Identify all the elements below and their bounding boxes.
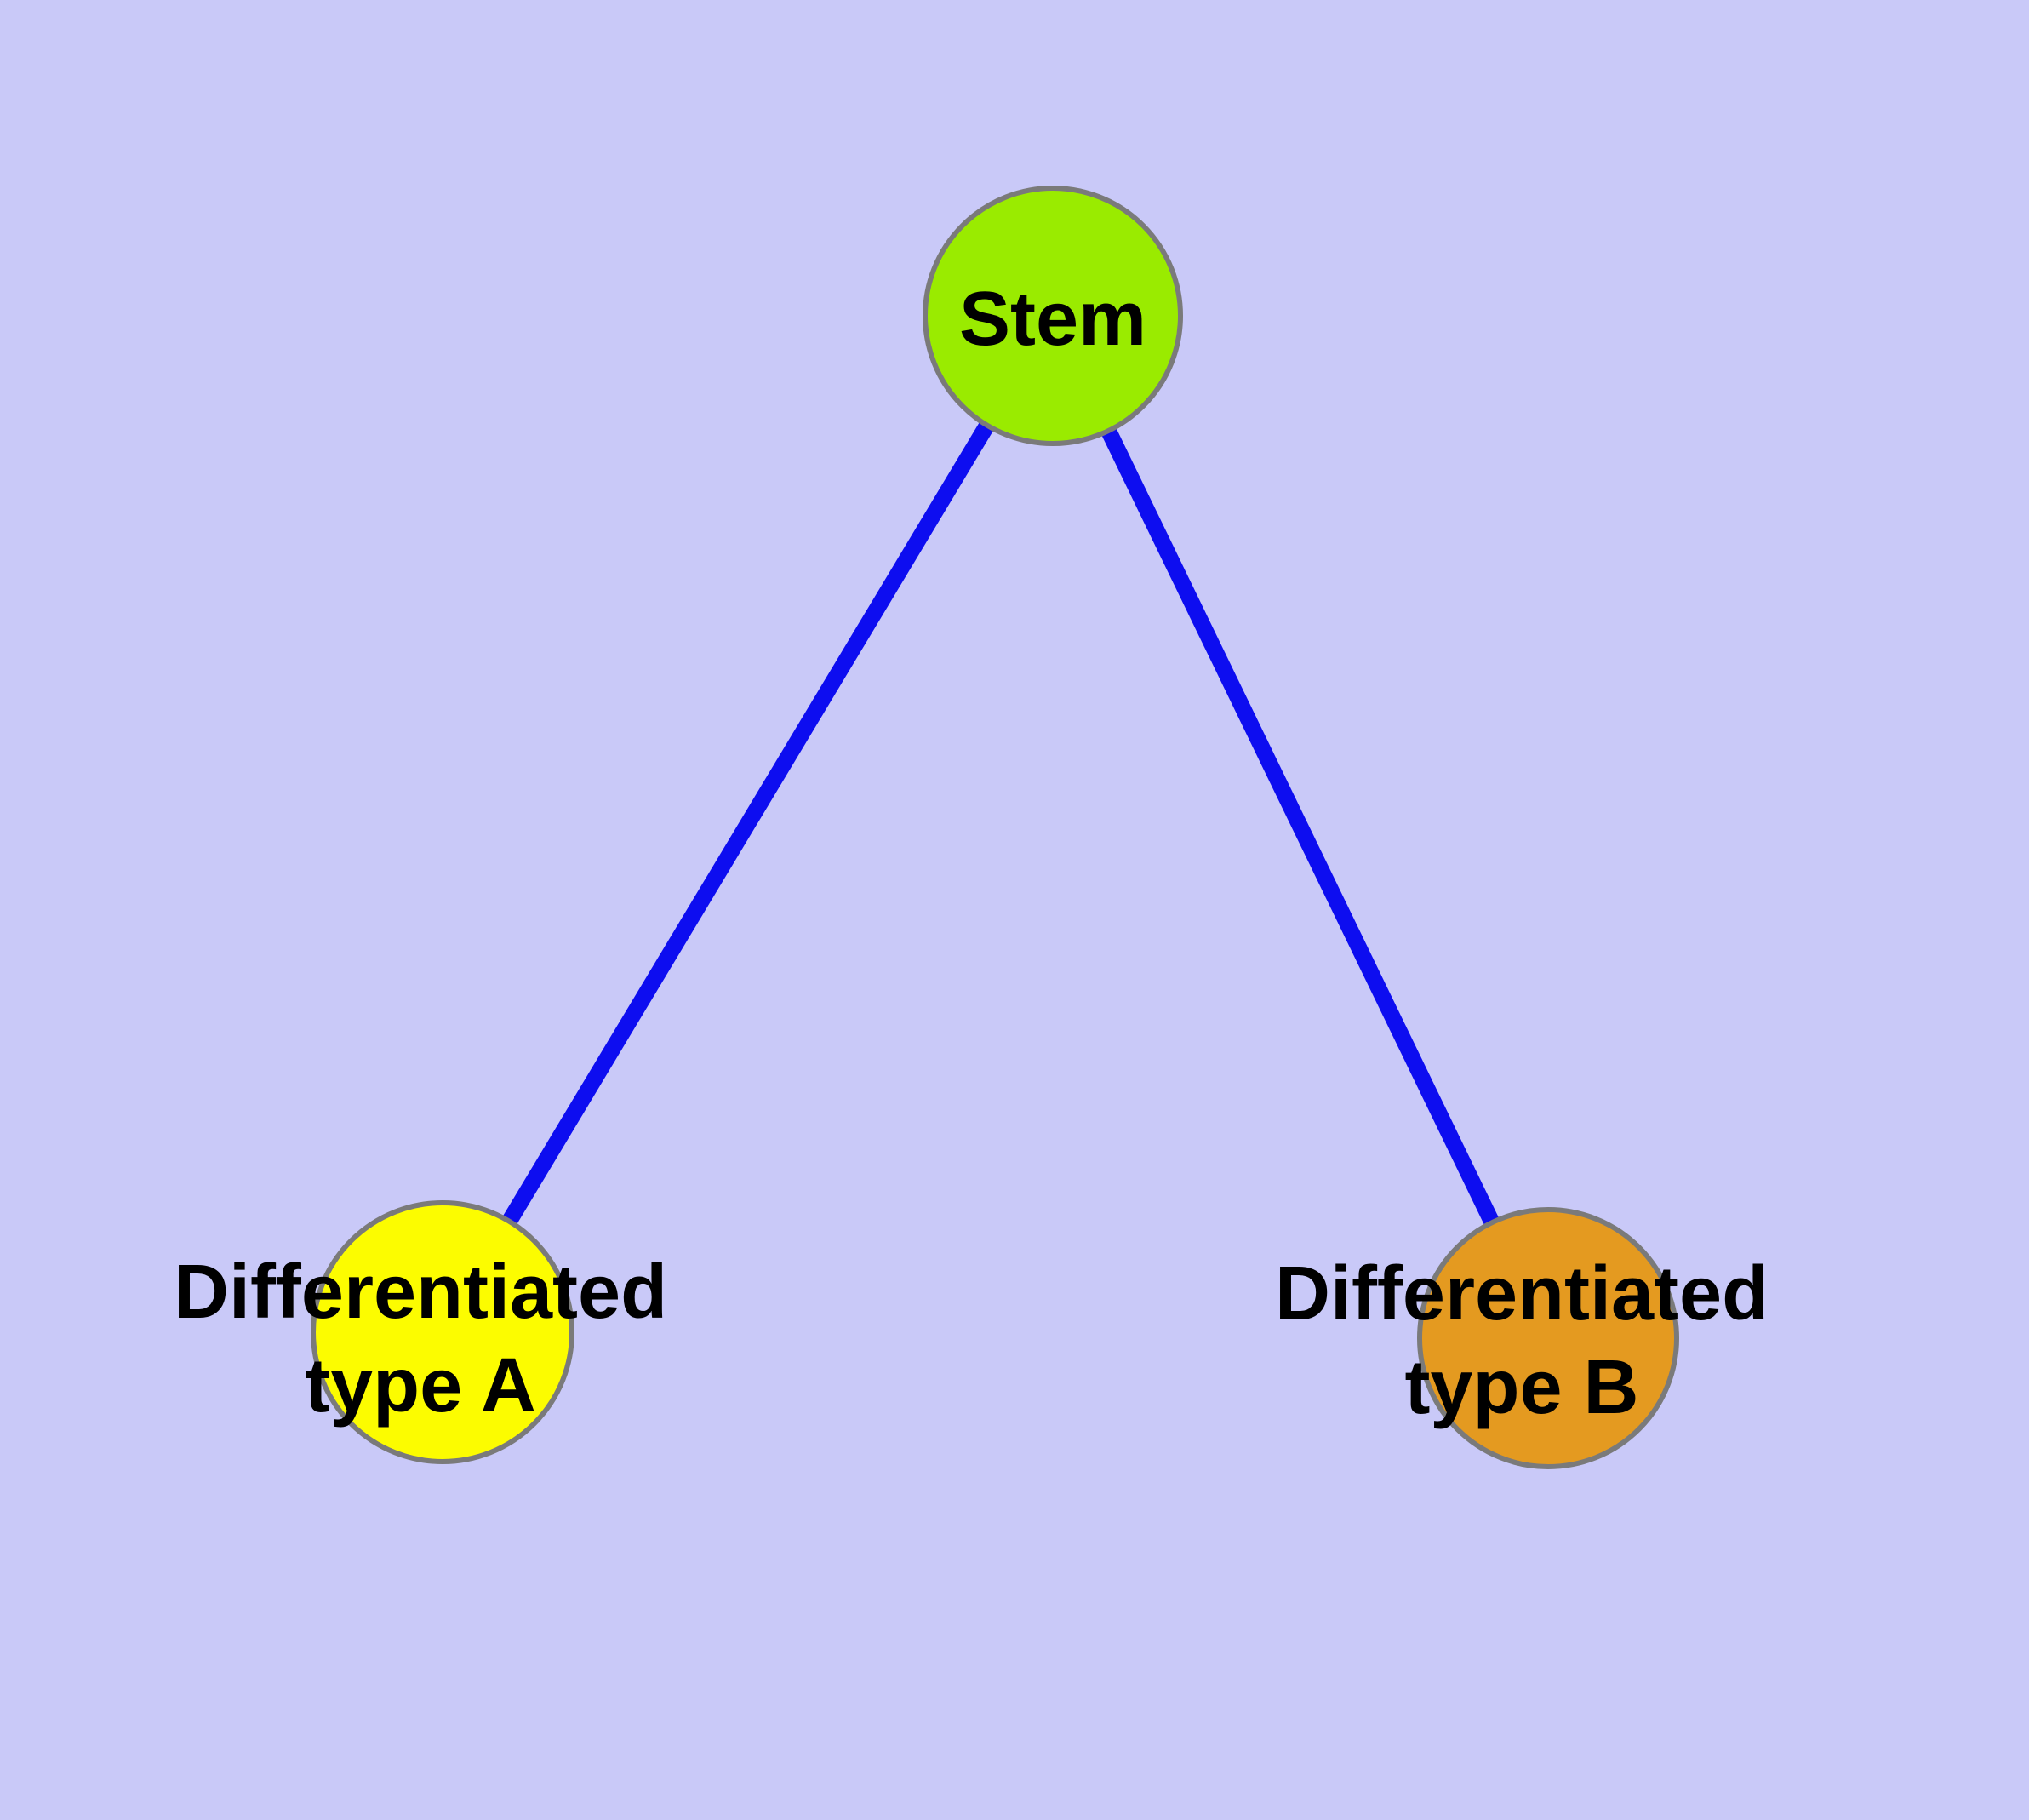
edge-stem-to-diff-a — [435, 312, 1060, 1336]
node-stem-circle — [923, 186, 1183, 446]
node-diff-b-circle — [1417, 1207, 1679, 1469]
edge-stem-to-diff-b — [1045, 312, 1556, 1342]
node-diff-a-circle — [311, 1200, 574, 1464]
